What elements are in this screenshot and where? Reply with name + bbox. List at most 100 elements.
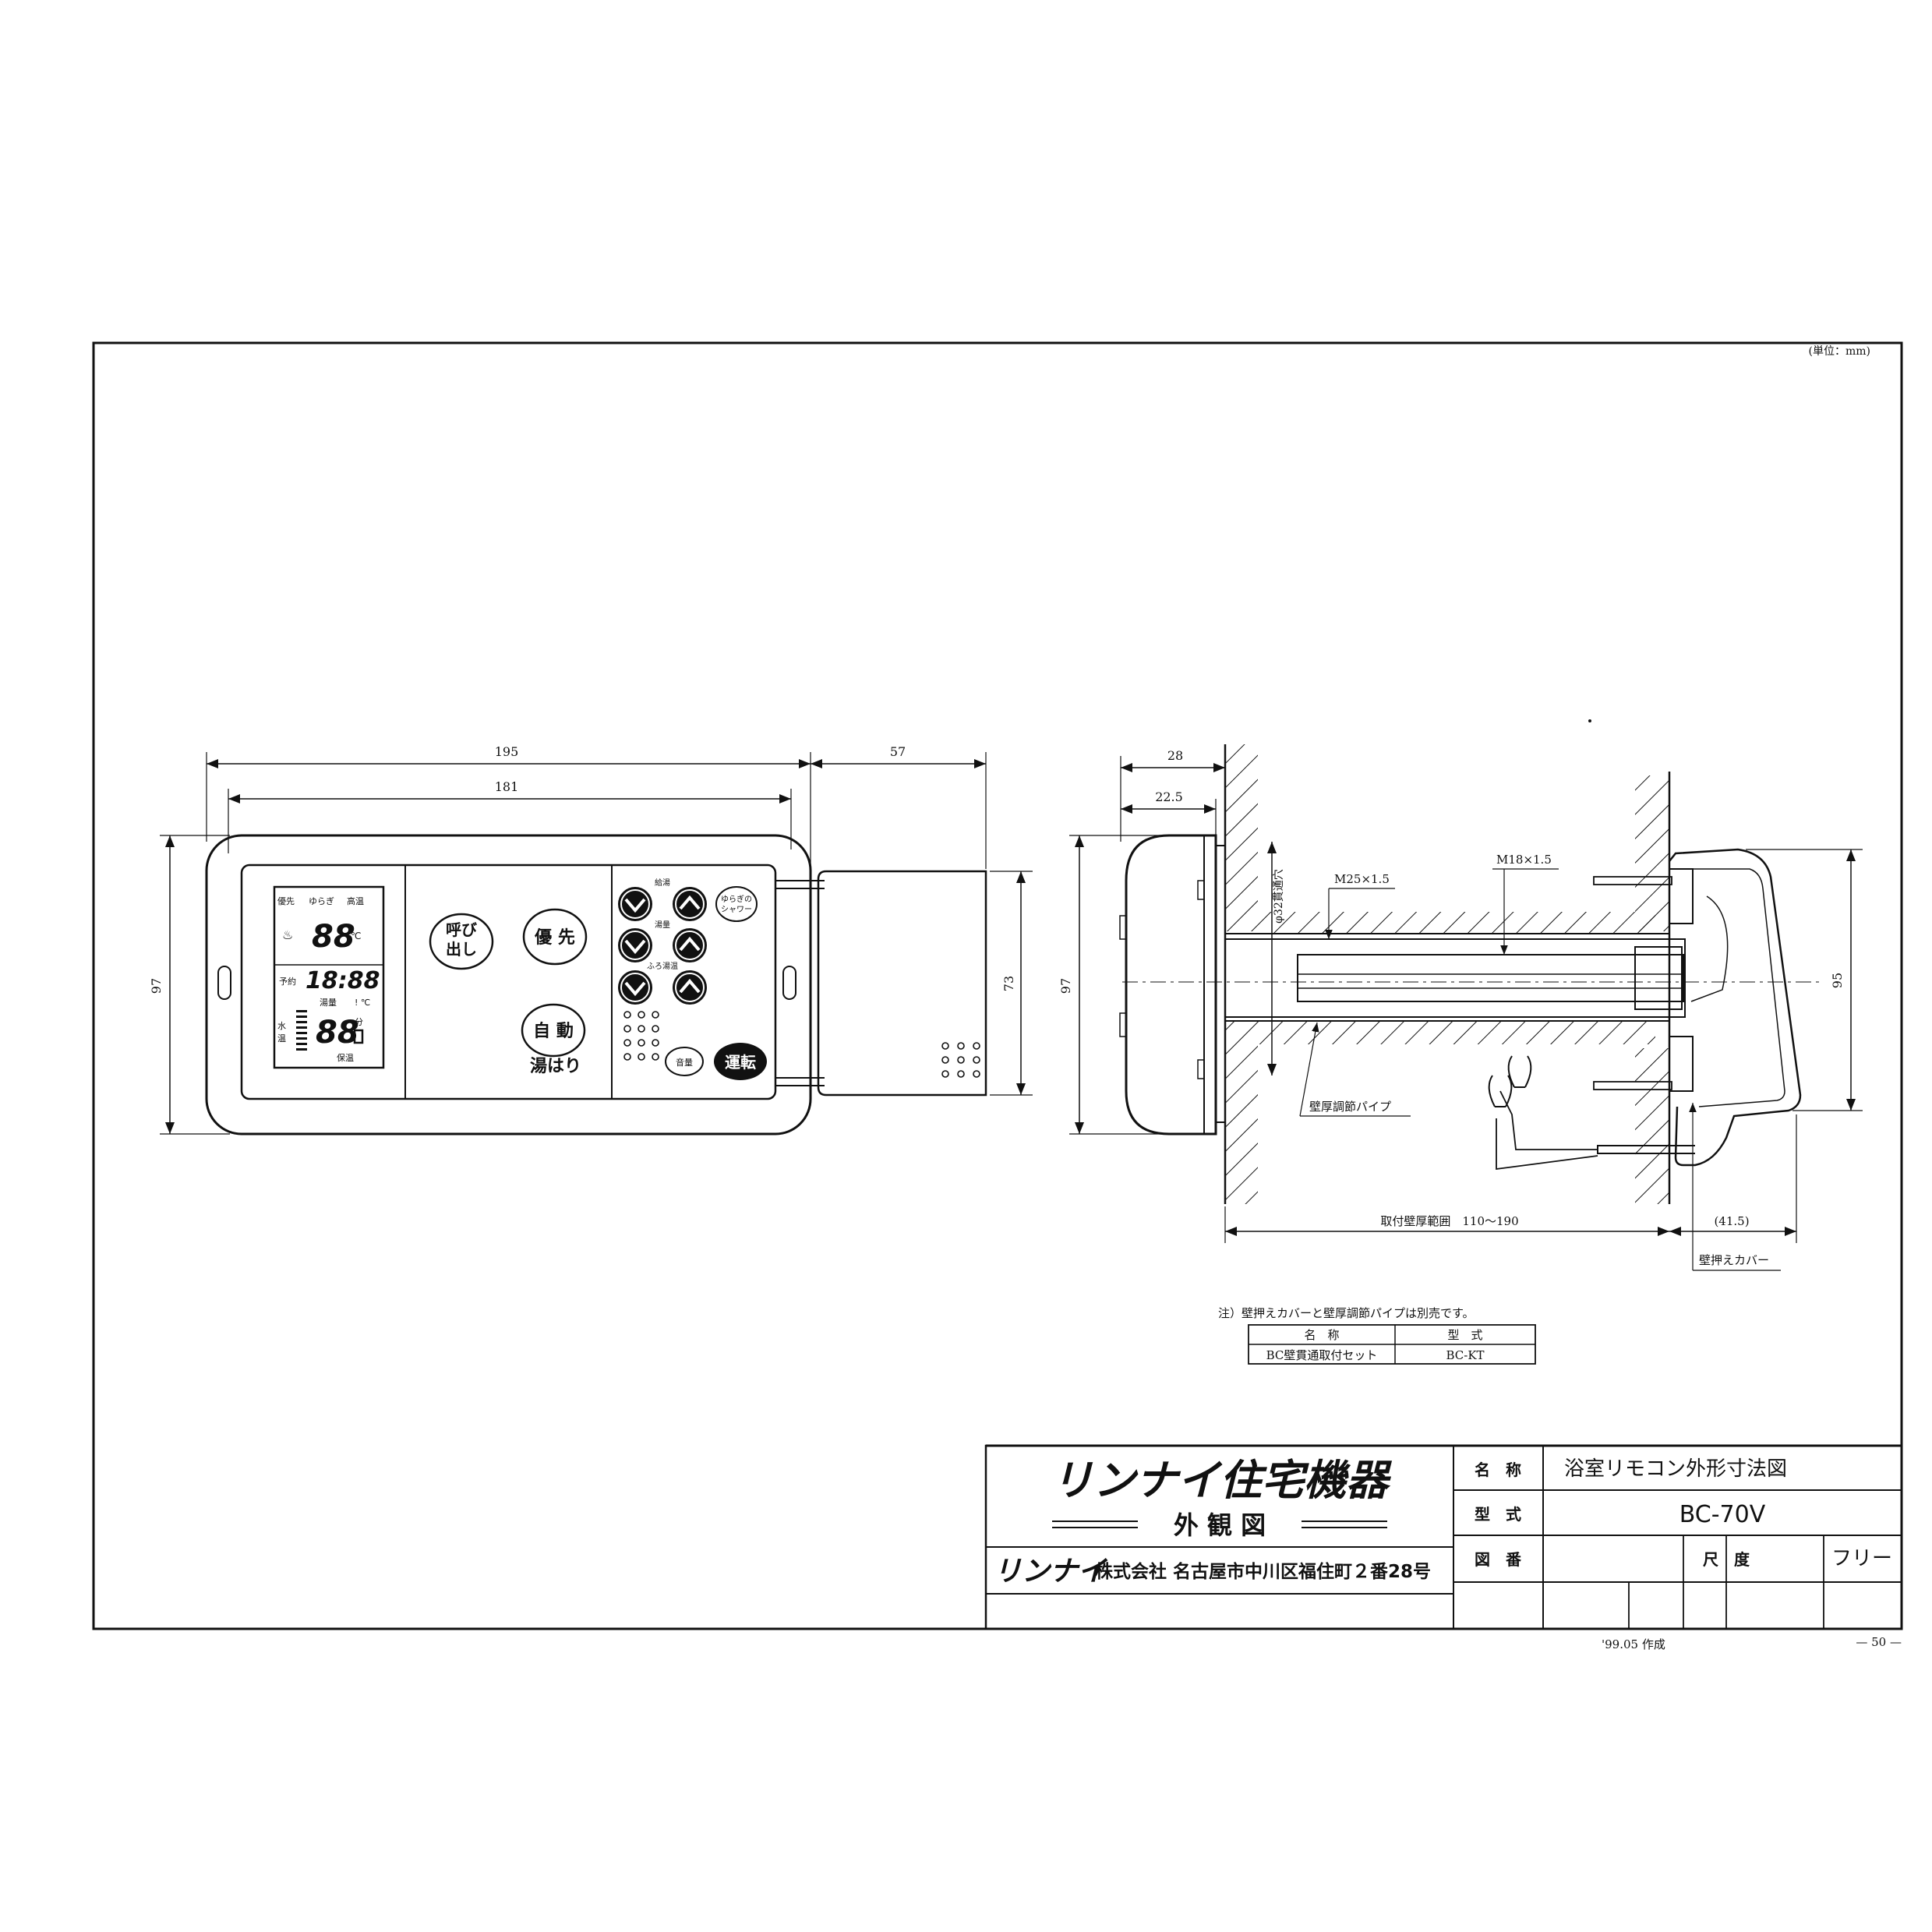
- run-button[interactable]: 運転: [714, 1043, 767, 1080]
- wall-hatch-lower-left: [1225, 1021, 1258, 1204]
- bath-temp-label: ふろ湯温: [647, 961, 678, 971]
- brand-title: リンナイ住宅機器: [1051, 1456, 1393, 1505]
- dim-height: 97: [149, 978, 164, 994]
- side-view: 28 22.5 97 φ32貫通穴 M25×1.5 M18×1.5 壁厚調節パイ…: [1058, 744, 1863, 1271]
- unit-note: (単位：mm): [1809, 345, 1870, 358]
- mount-slot-right: [782, 966, 796, 1000]
- front-view: 195 181 57 97 73: [149, 744, 1033, 1136]
- dim-wall-range: 取付壁厚範囲 110～190: [1380, 1214, 1518, 1228]
- yuragi-shower-button[interactable]: ゆらぎの シャワー: [715, 886, 758, 922]
- outer-pipe: [1224, 938, 1686, 1018]
- lcd-side-label-2: 温: [277, 1033, 286, 1044]
- volume-button[interactable]: 音量: [665, 1047, 704, 1076]
- dim-depth-body: 22.5: [1155, 789, 1183, 804]
- scale-label: 尺 度: [1703, 1550, 1750, 1569]
- title-block: リンナイ住宅機器 外 観 図 リンナイ 株式会社 名古屋市中川区福住町２番28号…: [984, 1444, 1903, 1630]
- drawing-no-label: 図 番: [1475, 1550, 1522, 1569]
- footer-date: '99.05 作成: [1602, 1637, 1665, 1651]
- dim-side-height: 97: [1058, 978, 1073, 994]
- dim-thread-inner: M18×1.5: [1496, 853, 1552, 867]
- bath-volume-up-button[interactable]: [673, 928, 707, 962]
- lcd-label-yuragi: ゆらぎ: [309, 895, 334, 906]
- inner-pipe: [1297, 954, 1684, 1002]
- lcd-label-priority: 優先: [277, 896, 295, 906]
- terminal-2: [1507, 1055, 1532, 1088]
- cover-label: 壁押えカバー: [1699, 1253, 1769, 1267]
- table-header-name: 名 称: [1304, 1328, 1339, 1342]
- lcd-minute-label: 分: [355, 1017, 363, 1027]
- drawing-subtitle: 外 観 図: [1174, 1510, 1266, 1540]
- lcd-level-bars: [296, 1010, 307, 1051]
- dim-cover-height: 73: [1001, 976, 1016, 991]
- supply-temp-label: 給湯: [655, 878, 670, 888]
- call-button[interactable]: 呼び 出し: [429, 913, 494, 970]
- name-label: 名 称: [1475, 1460, 1521, 1479]
- lcd-temp-digits: 88: [312, 919, 355, 955]
- bath-volume-label: 湯量: [655, 920, 670, 930]
- volume-label: 音量: [676, 1057, 693, 1068]
- wall-hatch-upper-left: [1225, 744, 1258, 931]
- terminal-1: [1488, 1075, 1513, 1107]
- wall-hatch-lower-mid: [1258, 1021, 1655, 1044]
- auto-fill-label-2: 湯はり: [530, 1057, 581, 1076]
- bath-volume-down-button[interactable]: [618, 928, 652, 962]
- dim-thread-outer: M25×1.5: [1334, 872, 1390, 886]
- dim-inner-width: 181: [495, 779, 519, 794]
- lid-cover: [817, 870, 987, 1097]
- mount-slot-left: [217, 966, 231, 1000]
- supply-temp-up-button[interactable]: [673, 887, 707, 921]
- model-label: 型 式: [1475, 1505, 1521, 1524]
- supply-temp-down-button[interactable]: [618, 887, 652, 921]
- wall-hatch-upper-right: [1635, 775, 1669, 931]
- yuragi-label-1: ゆらぎの: [721, 894, 752, 904]
- dim-rear-height: 95: [1830, 973, 1845, 988]
- speaker-grill: [623, 1011, 659, 1061]
- table-cell-model: BC-KT: [1446, 1348, 1484, 1362]
- wall-press-cover: [1669, 848, 1802, 1167]
- lcd-display: 優先 ゆらぎ 高温 ♨ 88 ℃ 予約 18:88 湯量 ! ℃ 水 温 88: [273, 885, 385, 1069]
- table-header-model: 型 式: [1447, 1328, 1482, 1342]
- name-value: 浴室リモコン外形寸法図: [1564, 1457, 1787, 1481]
- remote-face: [240, 864, 777, 1100]
- scale-value: フリー: [1831, 1547, 1892, 1570]
- dim-cover-width: 57: [890, 744, 906, 759]
- lcd-flame-icon: ♨: [282, 927, 293, 942]
- remote-body-outline: [205, 834, 812, 1136]
- company-logo: リンナイ: [994, 1556, 1108, 1588]
- lcd-level-unit: ! ℃: [355, 998, 370, 1008]
- lcd-keep-warm-label: 保温: [337, 1052, 354, 1063]
- company-address: 株式会社 名古屋市中川区福住町２番28号: [1095, 1561, 1431, 1582]
- bath-temp-down-button[interactable]: [618, 970, 652, 1005]
- lcd-level-digits: 88: [316, 1015, 359, 1051]
- footer-page: — 50 —: [1856, 1635, 1902, 1649]
- wall-hatch-upper-mid: [1258, 912, 1655, 934]
- dim-depth-total: 28: [1167, 748, 1183, 763]
- auto-fill-button[interactable]: 自 動: [521, 1003, 586, 1058]
- lcd-small-digit: [353, 1029, 364, 1044]
- wall-hatch-lower-right: [1635, 1048, 1669, 1204]
- table-cell-name: BC壁貫通取付セット: [1266, 1348, 1378, 1362]
- dim-overall-width: 195: [495, 744, 519, 759]
- call-button-label-1: 呼び: [446, 920, 478, 939]
- model-value: BC-70V: [1679, 1501, 1766, 1528]
- run-label: 運転: [725, 1053, 756, 1072]
- bath-temp-up-button[interactable]: [673, 970, 707, 1005]
- priority-button[interactable]: 優 先: [522, 908, 588, 966]
- lcd-label-high-temp: 高温: [347, 895, 364, 906]
- note-section: 注）壁押えカバーと壁厚調節パイプは別売です。 名 称 型 式 BC壁貫通取付セッ…: [1218, 1306, 1536, 1365]
- lcd-reserve-label: 予約: [279, 976, 296, 987]
- yuragi-label-2: シャワー: [721, 906, 752, 914]
- priority-button-label: 優 先: [534, 928, 575, 948]
- note-text: 注）壁押えカバーと壁厚調節パイプは別売です。: [1218, 1306, 1475, 1320]
- dim-hole: φ32貫通穴: [1273, 869, 1285, 924]
- lcd-temp-unit: ℃: [351, 931, 361, 941]
- pipe-label: 壁厚調節パイプ: [1309, 1100, 1391, 1114]
- call-button-label-2: 出し: [446, 940, 477, 959]
- lcd-clock-digits: 18:88: [306, 967, 380, 994]
- lcd-water-level-label: 湯量: [320, 998, 337, 1008]
- dim-rear-offset: (41.5): [1714, 1214, 1749, 1228]
- lcd-side-label-1: 水: [277, 1021, 286, 1031]
- auto-fill-label-1: 自 動: [533, 1021, 574, 1041]
- cover-speaker-grill: [941, 1042, 980, 1078]
